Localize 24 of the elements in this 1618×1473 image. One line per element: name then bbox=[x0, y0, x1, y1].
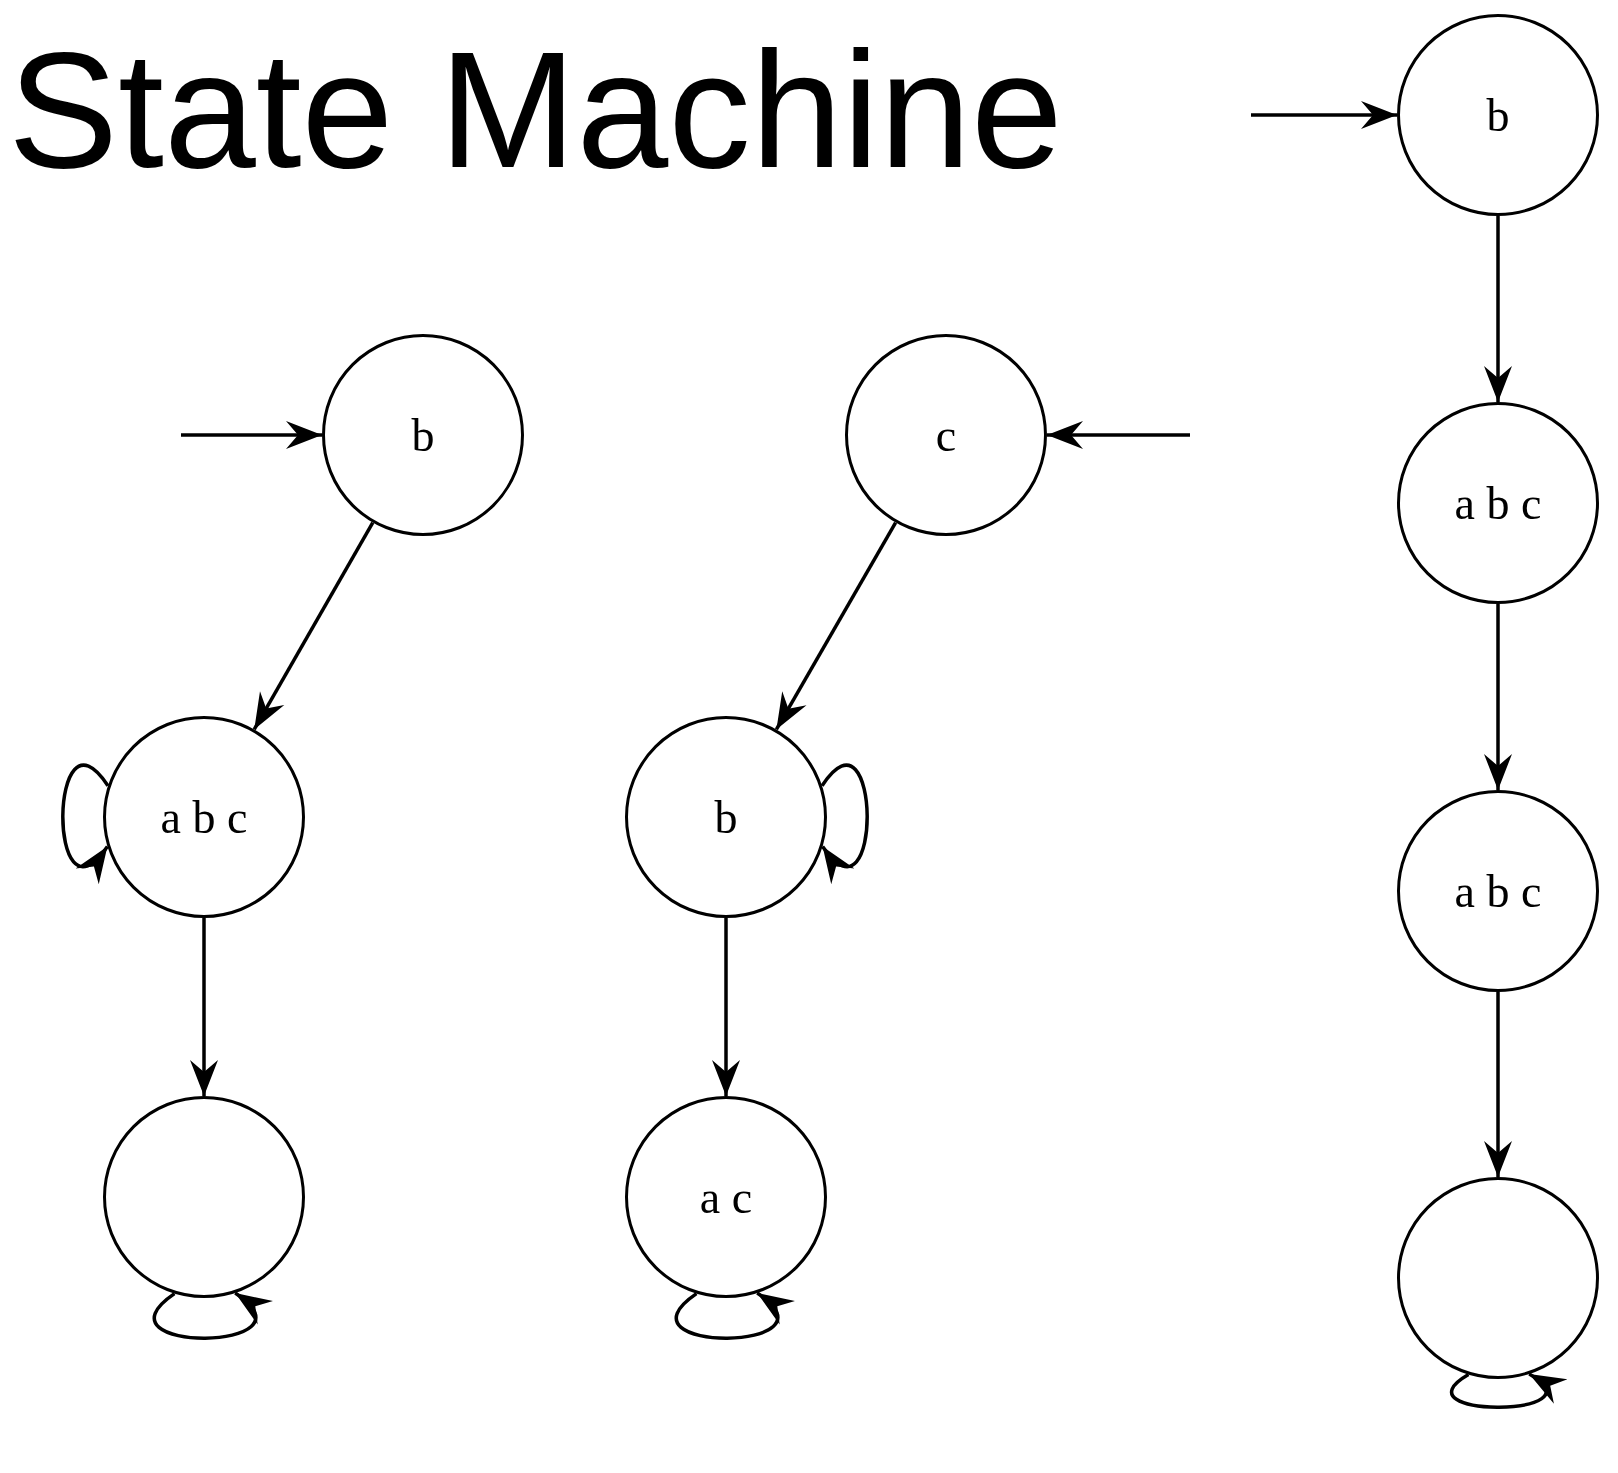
arrow bbox=[252, 521, 375, 731]
state-label: a c bbox=[699, 1170, 753, 1224]
state-label: a b c bbox=[1454, 476, 1542, 530]
state-label: b bbox=[714, 790, 738, 844]
arrow bbox=[1484, 604, 1512, 790]
arrow bbox=[190, 918, 218, 1096]
arrow bbox=[1484, 992, 1512, 1177]
arrow bbox=[1484, 216, 1512, 402]
arrow bbox=[1251, 101, 1397, 129]
state-label: a b c bbox=[160, 790, 248, 844]
self-loop-arrow bbox=[674, 1291, 794, 1340]
arrow bbox=[712, 918, 740, 1096]
self-loop-arrow bbox=[1450, 1372, 1567, 1409]
arrow bbox=[181, 421, 322, 449]
self-loop-arrow bbox=[152, 1291, 272, 1340]
title: State Machine bbox=[8, 17, 1063, 204]
state-label: b bbox=[1486, 88, 1510, 142]
arrow bbox=[1047, 421, 1190, 449]
state-label: a b c bbox=[1454, 864, 1542, 918]
self-loop-arrow bbox=[820, 763, 869, 883]
arrow bbox=[774, 521, 898, 731]
state-label: c bbox=[935, 408, 957, 462]
self-loop-arrow bbox=[61, 763, 110, 883]
state-label: b bbox=[411, 408, 435, 462]
